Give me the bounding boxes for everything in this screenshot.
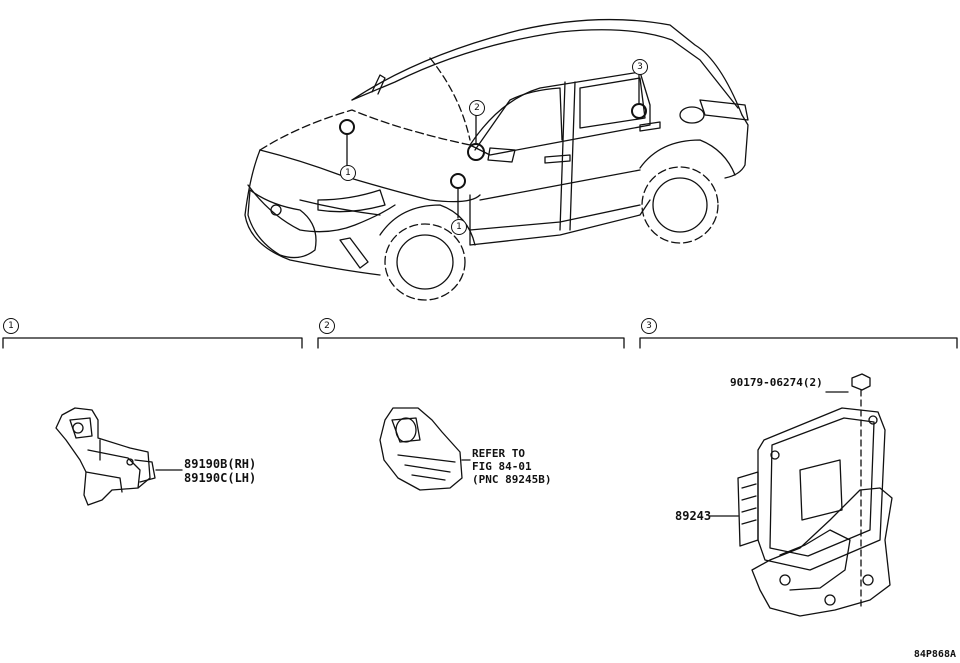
- part-number-89190b: 89190B(RH): [184, 457, 257, 471]
- refer-line-1: REFER TO: [472, 447, 525, 460]
- marker-3: 3: [632, 59, 648, 75]
- refer-line-3: (PNC 89245B): [472, 473, 552, 486]
- part-number-bolt: 90179-06274(2): [730, 376, 823, 389]
- section-1-badge: 1: [3, 318, 19, 334]
- part-sensor-rh-lh: [55, 407, 183, 506]
- part-number-89190c: 89190C(LH): [184, 471, 257, 485]
- part-refer-fig: [379, 407, 471, 491]
- part-ecu-89243: [709, 373, 893, 617]
- refer-line-2: FIG 84-01: [472, 460, 532, 473]
- vehicle-illustration: [244, 18, 749, 301]
- marker-1-side: 1: [451, 219, 467, 235]
- section-3-badge: 3: [641, 318, 657, 334]
- diagram-code: 84P868A: [913, 649, 956, 660]
- marker-2: 2: [469, 100, 485, 116]
- section-brackets: [2, 337, 958, 349]
- marker-1-front: 1: [340, 165, 356, 181]
- part-number-89243: 89243: [675, 509, 712, 523]
- section-2-badge: 2: [319, 318, 335, 334]
